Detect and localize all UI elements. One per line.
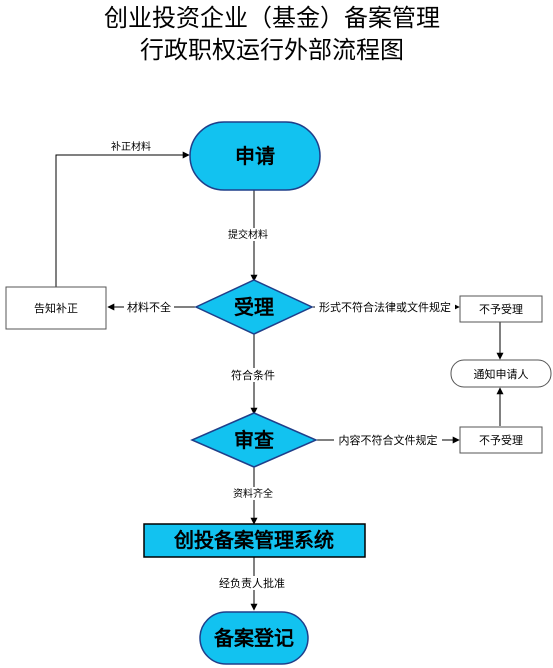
node-notify-correction-label: 告知补正 [34, 301, 78, 315]
node-notify-applicant-label: 通知申请人 [474, 367, 529, 381]
node-reject-review-label: 不予受理 [479, 434, 523, 447]
node-reject-review [459, 426, 543, 454]
title-line1: 创业投资企业（基金）备案管理 [104, 4, 440, 32]
label-bg-qualified [226, 368, 280, 382]
label-bg-form [315, 300, 455, 314]
node-apply [189, 121, 321, 191]
node-accept-label: 受理 [234, 295, 274, 319]
edge-label-submit: 提交材料 [228, 228, 268, 241]
node-system-label: 创投备案管理系统 [173, 528, 334, 552]
edge-label-incomplete: 材料不全 [127, 300, 171, 314]
edge-label-supplement: 补正材料 [111, 140, 151, 153]
label-bg-content [334, 433, 442, 447]
edge-label-approved: 经负责人批准 [219, 576, 285, 590]
node-reject-accept [459, 295, 543, 323]
label-bg-complete [230, 487, 276, 500]
edge-supplement [55, 151, 190, 287]
node-register-label: 备案登记 [213, 626, 294, 650]
label-bg-submit [226, 228, 270, 241]
node-apply-label: 申请 [235, 144, 275, 168]
node-reject-accept-label: 不予受理 [479, 303, 523, 316]
node-review [190, 412, 318, 468]
edge-label-qualified: 符合条件 [231, 368, 275, 382]
label-bg-approved [214, 576, 290, 590]
node-system [143, 523, 366, 558]
node-notify-correction [5, 286, 107, 330]
node-review-label: 审查 [234, 428, 274, 452]
node-notify-applicant [450, 359, 552, 388]
node-register [199, 611, 309, 665]
edge-label-form: 形式不符合法律或文件规定 [319, 300, 451, 314]
label-bg-incomplete [124, 300, 174, 314]
title-line2: 行政职权运行外部流程图 [140, 36, 404, 64]
node-accept [194, 279, 314, 335]
edge-label-complete: 资料齐全 [233, 487, 273, 500]
label-bg-supplement [106, 140, 156, 152]
edge-label-content: 内容不符合文件规定 [339, 433, 438, 447]
